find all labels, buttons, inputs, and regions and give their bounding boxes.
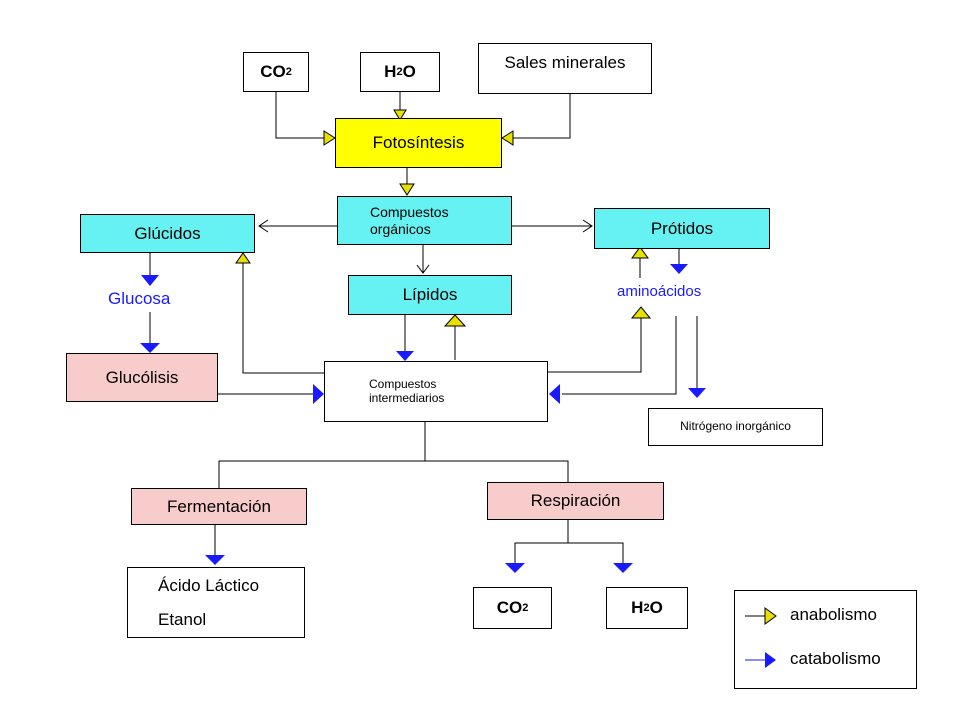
co2-top-subscript: 2 [285,65,292,78]
anabolic-arrow-protidos [631,246,649,259]
node-sales-minerales: Sales minerales [478,43,652,94]
anabolic-arrow-organicos [399,183,415,196]
catabolic-arrow-intermedios-left [313,384,324,404]
anabolic-arrow-glucidos [235,252,251,264]
legend-anabolismo-label: anabolismo [790,605,877,624]
aminoacidos-label: aminoácidos [617,283,702,300]
node-glucidos: Glúcidos [80,214,255,253]
catabolic-arrow-aminoacidos [670,264,688,274]
fermentacion-label: Fermentación [167,496,271,516]
legend-catabolismo-label: catabolismo [790,649,881,668]
connector-respiracion-split [514,542,624,563]
anabolic-arrow-lipidos [443,314,467,327]
h2o-bottom-label: H [631,598,644,618]
legend-catabolic-arrow [765,652,776,668]
catabolic-arrow-acido [205,555,225,565]
node-glucolisis: Glucólisis [66,353,218,402]
catabolic-arrow-glucosa [141,275,159,286]
respiracion-label: Respiración [530,491,621,511]
arrowhead-glucidos [258,219,269,233]
arrowhead-lipidos [416,264,430,274]
connector-aminoacidos-intermedios [562,316,677,395]
glucosa-label: Glucosa [108,289,171,308]
etanol-label: Etanol [158,609,207,629]
protidos-label: Prótidos [650,218,714,238]
sales-minerales-label: Sales minerales [504,53,626,72]
h2o-bottom-subscript: 2 [643,601,650,614]
fotosintesis-label: Fotosíntesis [372,133,465,153]
catabolic-arrow-intermedios-right [549,384,560,404]
node-protidos: Prótidos [594,208,770,249]
node-acido-etanol: Ácido Láctico Etanol [127,567,305,638]
co2-bottom-subscript: 2 [522,601,529,614]
node-respiracion: Respiración [487,482,664,520]
anabolic-arrow-sales [501,130,514,146]
anabolic-arrow-h2o [393,109,407,121]
catabolic-arrow-glucolisis [140,343,160,353]
catabolic-arrow-intermedios-top [396,351,414,361]
node-nitrogeno-inorganico: Nitrógeno inorgánico [648,408,823,446]
node-lipidos: Lípidos [348,275,512,315]
catabolic-arrow-co2 [505,563,525,573]
compuestos-intermediarios-label: Compuestos intermediarios [369,376,445,405]
legend-box [734,590,917,689]
connector-intermedios-aminoacidos [548,318,642,373]
node-compuestos-intermediarios: Compuestos intermediarios [324,361,548,422]
lipidos-label: Lípidos [402,285,458,305]
h2o-top-subscript: 2 [396,65,403,78]
anabolic-arrow-co2 [323,130,336,146]
glucolisis-label: Glucólisis [105,367,179,387]
connector-branch-split [218,460,569,488]
compuestos-organicos-label: Compuestos orgánicos [370,204,449,237]
node-compuestos-organicos: Compuestos orgánicos [337,196,512,245]
node-fermentacion: Fermentación [131,488,307,525]
co2-top-label: CO [260,62,286,82]
co2-bottom-label: CO [496,598,523,618]
catabolic-arrow-nitrogeno [688,388,706,398]
legend-anabolic-arrow [764,607,777,625]
acido-lactico-label: Ácido Láctico [158,575,260,595]
nitrogeno-label: Nitrógeno inorgánico [680,419,791,434]
h2o-top-suffix: O [402,62,416,82]
catabolic-arrow-h2o [613,563,633,573]
node-fotosintesis: Fotosíntesis [335,118,502,168]
anabolic-arrow-aminoacidos [630,306,652,319]
glucidos-label: Glúcidos [134,223,201,243]
h2o-bottom-suffix: O [649,598,663,618]
connector-sales-fotosintesis [510,94,571,139]
connector-co2-fotosintesis [275,92,335,139]
arrowhead-protidos [582,219,593,233]
h2o-top-label: H [384,62,397,82]
connector-intermedios-glucidos [242,263,324,374]
